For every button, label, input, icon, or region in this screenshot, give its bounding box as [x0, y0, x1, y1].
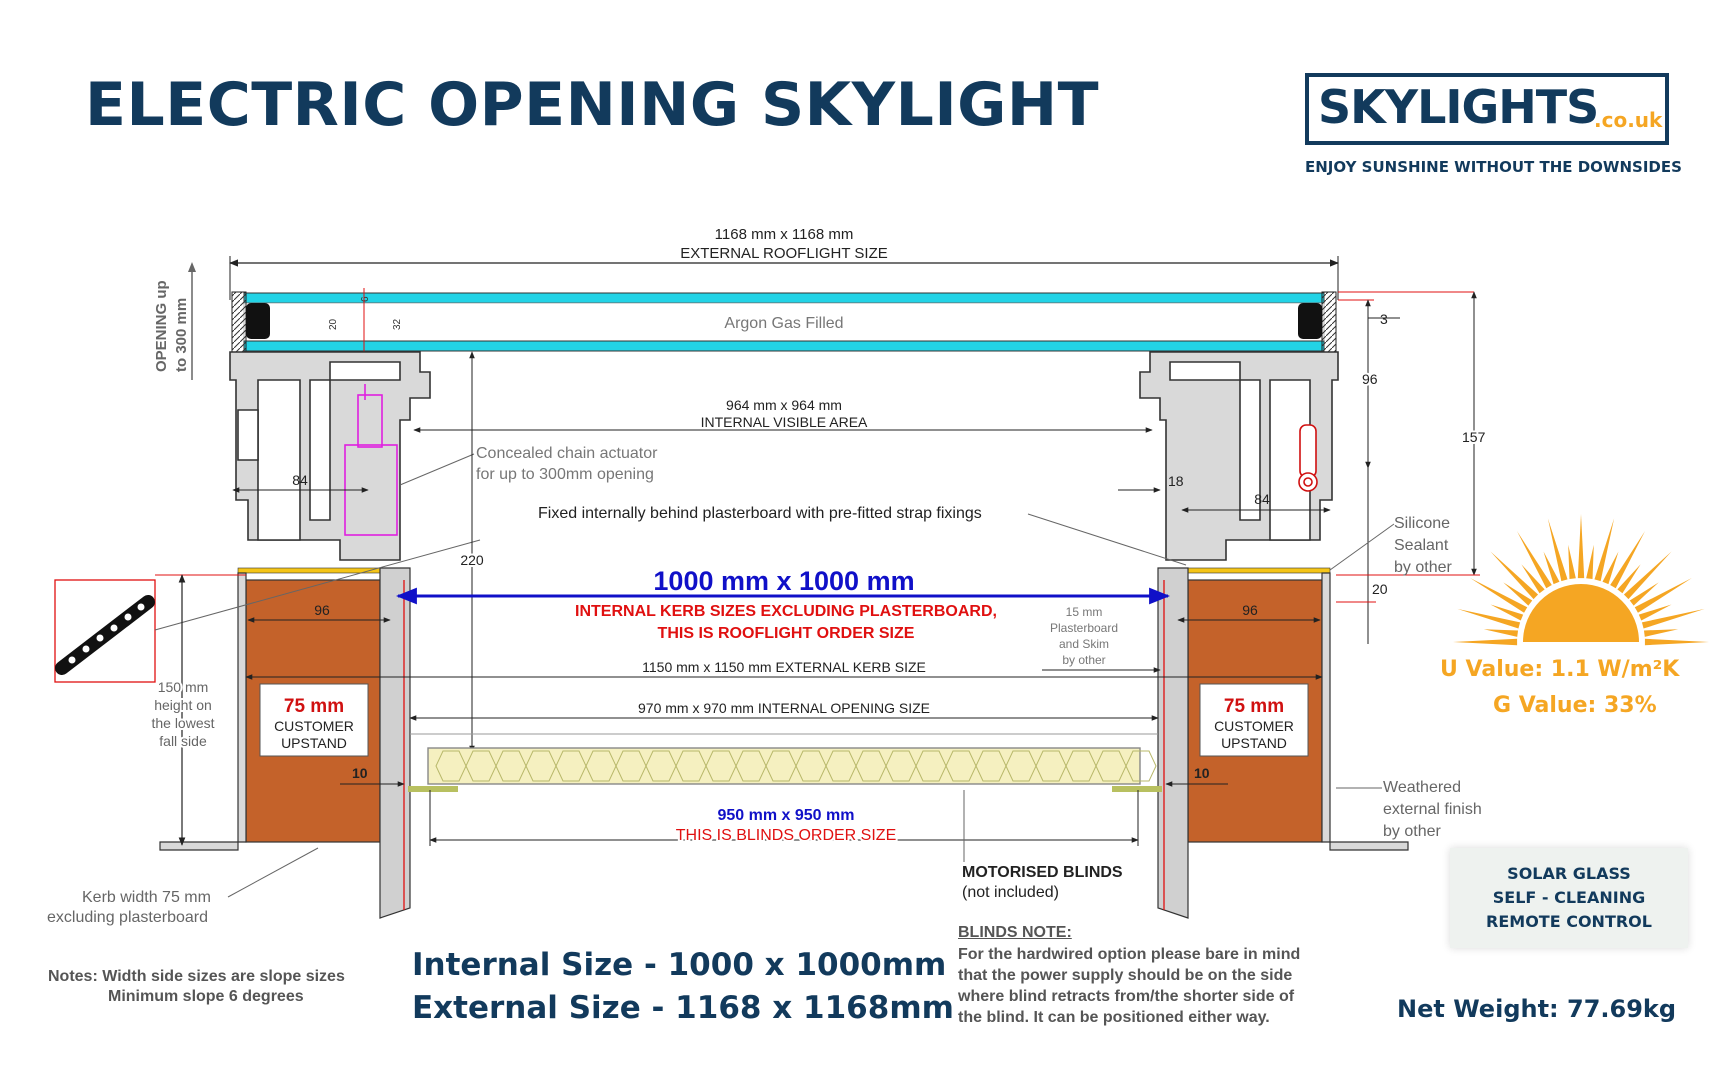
left-upstand-line2: UPSTAND: [281, 735, 347, 751]
right-upstand-line2: UPSTAND: [1221, 735, 1287, 751]
blinds-note-line: where blind retracts from/the shorter si…: [958, 988, 1295, 1005]
motorised-blinds-label: MOTORISED BLINDS: [962, 864, 1123, 881]
weathered-line1: Weathered: [1383, 779, 1461, 796]
logo-domain: .co.uk: [1594, 108, 1663, 132]
external-rooflight-dim-text: 1168 mm x 1168 mm: [715, 226, 854, 243]
dim-6-glass: 6: [360, 296, 371, 302]
features-box: SOLAR GLASS SELF - CLEANING REMOTE CONTR…: [1450, 848, 1688, 948]
dim-220: 220: [460, 552, 484, 568]
silicone-line2: Sealant: [1394, 537, 1449, 554]
kerb-width-line1: Kerb width 75 mm: [82, 889, 211, 906]
blinds-dim: 950 mm x 950 mm: [718, 807, 855, 824]
notes-line2: Minimum slope 6 degrees: [108, 988, 304, 1005]
page-title: ELECTRIC OPENING SKYLIGHT: [85, 70, 1100, 140]
plasterboard-line3: and Skim: [1059, 637, 1109, 651]
left-frame-profile: [229, 351, 431, 561]
notes-line1: Notes: Width side sizes are slope sizes: [48, 968, 345, 985]
plasterboard-line2: Plasterboard: [1050, 621, 1118, 635]
silicone-line1: Silicone: [1394, 515, 1450, 532]
sun-icon: [1453, 514, 1709, 646]
right-hinge-bracket: [1298, 424, 1318, 492]
opening-label-line2: to 300 mm: [173, 298, 190, 372]
dim-10-right: 10: [1194, 765, 1210, 781]
dim-20-glass: 20: [328, 318, 339, 330]
left-upstand-line1: CUSTOMER: [274, 718, 354, 734]
fall-line3: the lowest: [151, 715, 214, 731]
dim-84-left: 84: [292, 472, 308, 488]
weathered-line2: external finish: [1383, 801, 1482, 818]
weathered-line3: by other: [1383, 823, 1441, 840]
logo-frame: [1305, 73, 1669, 145]
dim-20-right: 20: [1372, 581, 1388, 597]
actuator-note-line2: for up to 300mm opening: [476, 466, 654, 483]
dim-3: 3: [1380, 311, 1388, 327]
dim-157: 157: [1462, 429, 1486, 445]
feature-solar-glass: SOLAR GLASS: [1507, 864, 1631, 883]
blinds-note-line: For the hardwired option please bare in …: [958, 946, 1301, 963]
external-kerb-size: 1150 mm x 1150 mm EXTERNAL KERB SIZE: [642, 659, 926, 675]
blinds-note-line: that the power supply should be on the s…: [958, 967, 1293, 984]
net-weight: Net Weight: 77.69kg: [1397, 995, 1677, 1023]
right-upstand-box: [1199, 683, 1309, 757]
kerb-red-line1: INTERNAL KERB SIZES EXCLUDING PLASTERBOA…: [575, 603, 997, 620]
external-size: External Size - 1168 x 1168mm: [412, 990, 954, 1026]
actuator-note-line1: Concealed chain actuator: [476, 445, 658, 462]
external-rooflight-label: EXTERNAL ROOFLIGHT SIZE: [680, 245, 888, 262]
opening-label-line1: OPENING up: [153, 280, 170, 372]
plasterboard-line4: by other: [1062, 653, 1105, 667]
right-upstand-line1: CUSTOMER: [1214, 718, 1294, 734]
strap-fixing-icon: [55, 595, 155, 675]
dim-18: 18: [1168, 473, 1184, 489]
fall-line2: height on: [154, 697, 212, 713]
argon-label: Argon Gas Filled: [724, 315, 843, 332]
internal-visible-label: INTERNAL VISIBLE AREA: [701, 414, 868, 430]
internal-opening-size: 970 mm x 970 mm INTERNAL OPENING SIZE: [638, 700, 930, 716]
internal-visible-dim: 964 mm x 964 mm: [726, 397, 842, 413]
kerb-size-main: 1000 mm x 1000 mm: [653, 566, 914, 596]
dim-96-right: 96: [1242, 602, 1258, 618]
plasterboard-line1: 15 mm: [1066, 605, 1103, 619]
logo-wordmark: SKYLIGHTS: [1318, 80, 1599, 134]
kerb-width-line2: excluding plasterboard: [47, 909, 208, 926]
dim-96-left: 96: [314, 602, 330, 618]
g-value: G Value: 33%: [1493, 693, 1657, 718]
dim-32-glass: 32: [392, 318, 403, 330]
feature-remote-control: REMOTE CONTROL: [1486, 912, 1652, 931]
blind-cassette: [408, 747, 1162, 792]
fall-line1: 150 mm: [158, 679, 209, 695]
logo-tagline: ENJOY SUNSHINE WITHOUT THE DOWNSIDES: [1305, 158, 1682, 176]
argon-cavity: [243, 302, 1325, 342]
glass-panel-bottom: [243, 340, 1325, 352]
blinds-note-title: BLINDS NOTE:: [958, 924, 1072, 941]
kerb-red-line2: THIS IS ROOFLIGHT ORDER SIZE: [658, 625, 915, 642]
blinds-order-label: THIS IS BLINDS ORDER SIZE: [676, 827, 896, 844]
dim-84-right: 84: [1254, 491, 1270, 507]
u-value: U Value: 1.1 W/m²K: [1440, 657, 1680, 682]
silicone-line3: by other: [1394, 559, 1452, 576]
blinds-note-line: the blind. It can be positioned either w…: [958, 1009, 1270, 1026]
not-included-label: (not included): [962, 884, 1059, 901]
feature-self-cleaning: SELF - CLEANING: [1492, 888, 1646, 907]
dim-10-left: 10: [352, 765, 368, 781]
left-upstand-mm: 75 mm: [284, 696, 344, 717]
left-upstand-box: [259, 683, 369, 757]
fixed-note: Fixed internally behind plasterboard wit…: [538, 505, 982, 522]
fall-line4: fall side: [159, 733, 207, 749]
right-sealant-strip: [1169, 567, 1331, 574]
left-sealant-strip: [237, 567, 399, 574]
internal-size: Internal Size - 1000 x 1000mm: [412, 947, 947, 983]
right-upstand-mm: 75 mm: [1224, 696, 1284, 717]
glass-panel-top: [243, 292, 1325, 304]
dim-96-vertical: 96: [1362, 371, 1378, 387]
